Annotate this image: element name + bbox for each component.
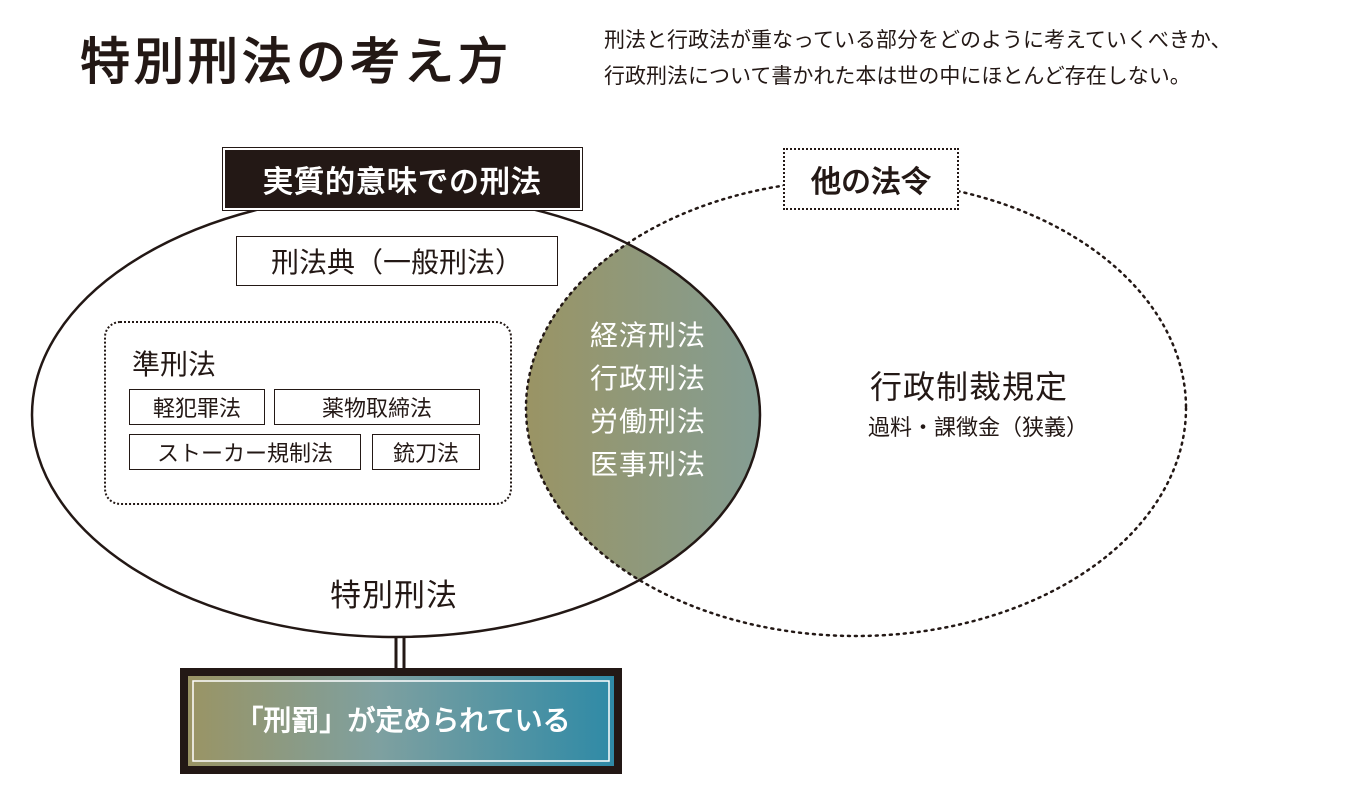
description-line-2: 行政刑法について書かれた本は世の中にほとんど存在しない。 (604, 64, 1191, 88)
substantive-criminal-law-label: 実質的意味での刑法 (222, 147, 583, 211)
law-drug-control: 薬物取締法 (274, 389, 480, 425)
special-criminal-law-label: 特別刑法 (330, 578, 458, 614)
administrative-sanction-title: 行政制裁規定 (870, 368, 1069, 406)
quasi-criminal-law-title: 準刑法 (132, 348, 217, 381)
overlap-item: 経済刑法 (589, 319, 706, 352)
overlap-item: 労働刑法 (589, 405, 706, 438)
page-title: 特別刑法の考え方 (80, 33, 512, 91)
quasi-criminal-law-group (104, 321, 512, 505)
other-laws-label: 他の法令 (783, 148, 959, 210)
law-firearms-swords: 銃刀法 (372, 434, 480, 470)
page-description: 刑法と行政法が重なっている部分をどのように考えていくべきか、 行政刑法について書… (604, 22, 1231, 94)
overlap-region (526, 193, 760, 636)
penalty-box-inner (188, 676, 614, 766)
penalty-box-text: 「刑罰」が定められている (235, 704, 571, 737)
overlap-law-list: 経済刑法 行政刑法 労働刑法 医事刑法 (568, 314, 728, 486)
description-line-1: 刑法と行政法が重なっている部分をどのように考えていくべきか、 (604, 28, 1232, 52)
overlap-item: 医事刑法 (589, 448, 706, 481)
law-minor-offenses: 軽犯罪法 (129, 389, 265, 425)
law-stalker-regulation: ストーカー規制法 (129, 434, 361, 470)
administrative-sanction-subtitle: 過料・課徴金（狭義） (868, 416, 1089, 441)
overlap-item: 行政刑法 (589, 362, 706, 395)
penalty-box-frame (192, 680, 610, 762)
penal-code-box: 刑法典（一般刑法） (236, 236, 558, 286)
